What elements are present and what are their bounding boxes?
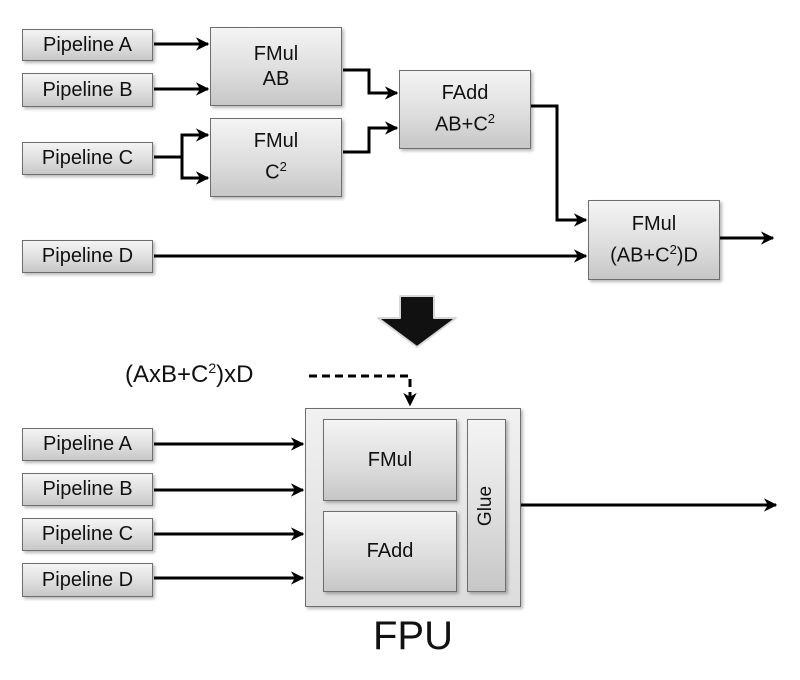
- fpu-glue-label: Glue: [475, 485, 497, 526]
- bottom-pipeline-b-box: Pipeline B: [22, 473, 153, 506]
- fmul-final-name: FMul: [631, 212, 677, 235]
- bottom-pipeline-d-box: Pipeline D: [22, 563, 153, 597]
- fmul-ab-name: FMul: [253, 42, 299, 65]
- fmul-final-unit: FMul (AB+C2)D: [588, 200, 720, 280]
- fpu-glue-unit: Glue: [467, 419, 506, 592]
- wire-fmul-c2-to-fadd: [343, 121, 399, 154]
- fmul-c2-unit: FMul C2: [210, 118, 342, 197]
- bottom-pipeline-a-box: Pipeline A: [22, 428, 153, 461]
- bottom-pipeline-c-box: Pipeline C: [22, 518, 153, 551]
- bottom-pipeline-b-label: Pipeline B: [42, 478, 133, 500]
- top-pipeline-d-label: Pipeline D: [41, 245, 134, 267]
- top-pipeline-d-box: Pipeline D: [22, 240, 153, 273]
- bottom-pipeline-a-label: Pipeline A: [43, 433, 132, 455]
- bottom-pipeline-c-label: Pipeline C: [41, 523, 134, 545]
- fmul-final-expression: (AB+C2)D: [610, 241, 698, 267]
- fmul-c2-expression: C2: [265, 159, 287, 184]
- fadd-unit: FAdd AB+C2: [399, 70, 531, 149]
- top-pipeline-a-box: Pipeline A: [22, 29, 153, 61]
- fpu-fadd-name: FAdd: [366, 540, 414, 562]
- fmul-c2-name: FMul: [253, 130, 299, 153]
- wire-pipeline-c-to-fmul-c2-upper: [154, 128, 210, 159]
- down-arrow-icon: [377, 295, 457, 348]
- top-pipeline-b-label: Pipeline B: [42, 78, 133, 101]
- fadd-name: FAdd: [441, 82, 489, 105]
- bottom-pipeline-d-label: Pipeline D: [41, 568, 134, 591]
- fpu-title: FPU: [373, 614, 453, 658]
- wire-pipeline-c-to-fmul-c2-lower: [180, 157, 210, 185]
- top-pipeline-b-box: Pipeline B: [22, 73, 153, 107]
- top-pipeline-c-box: Pipeline C: [22, 142, 153, 175]
- wire-formula-to-fpu: [309, 374, 417, 407]
- fmul-ab-unit: FMul AB: [210, 27, 342, 106]
- fmul-ab-expression: AB: [262, 67, 290, 90]
- fpu-fmul-name: FMul: [367, 448, 413, 471]
- top-pipeline-a-label: Pipeline A: [43, 33, 132, 56]
- fpu-fadd-unit: FAdd: [323, 511, 457, 592]
- fpu-fmul-unit: FMul: [323, 419, 457, 501]
- wire-fmul-ab-to-fadd: [343, 68, 399, 100]
- formula-label: (AxB+C2)xD: [125, 360, 254, 388]
- top-pipeline-c-label: Pipeline C: [41, 147, 134, 169]
- fadd-expression: AB+C2: [434, 111, 496, 136]
- wire-fadd-to-fmul-final: [531, 104, 588, 227]
